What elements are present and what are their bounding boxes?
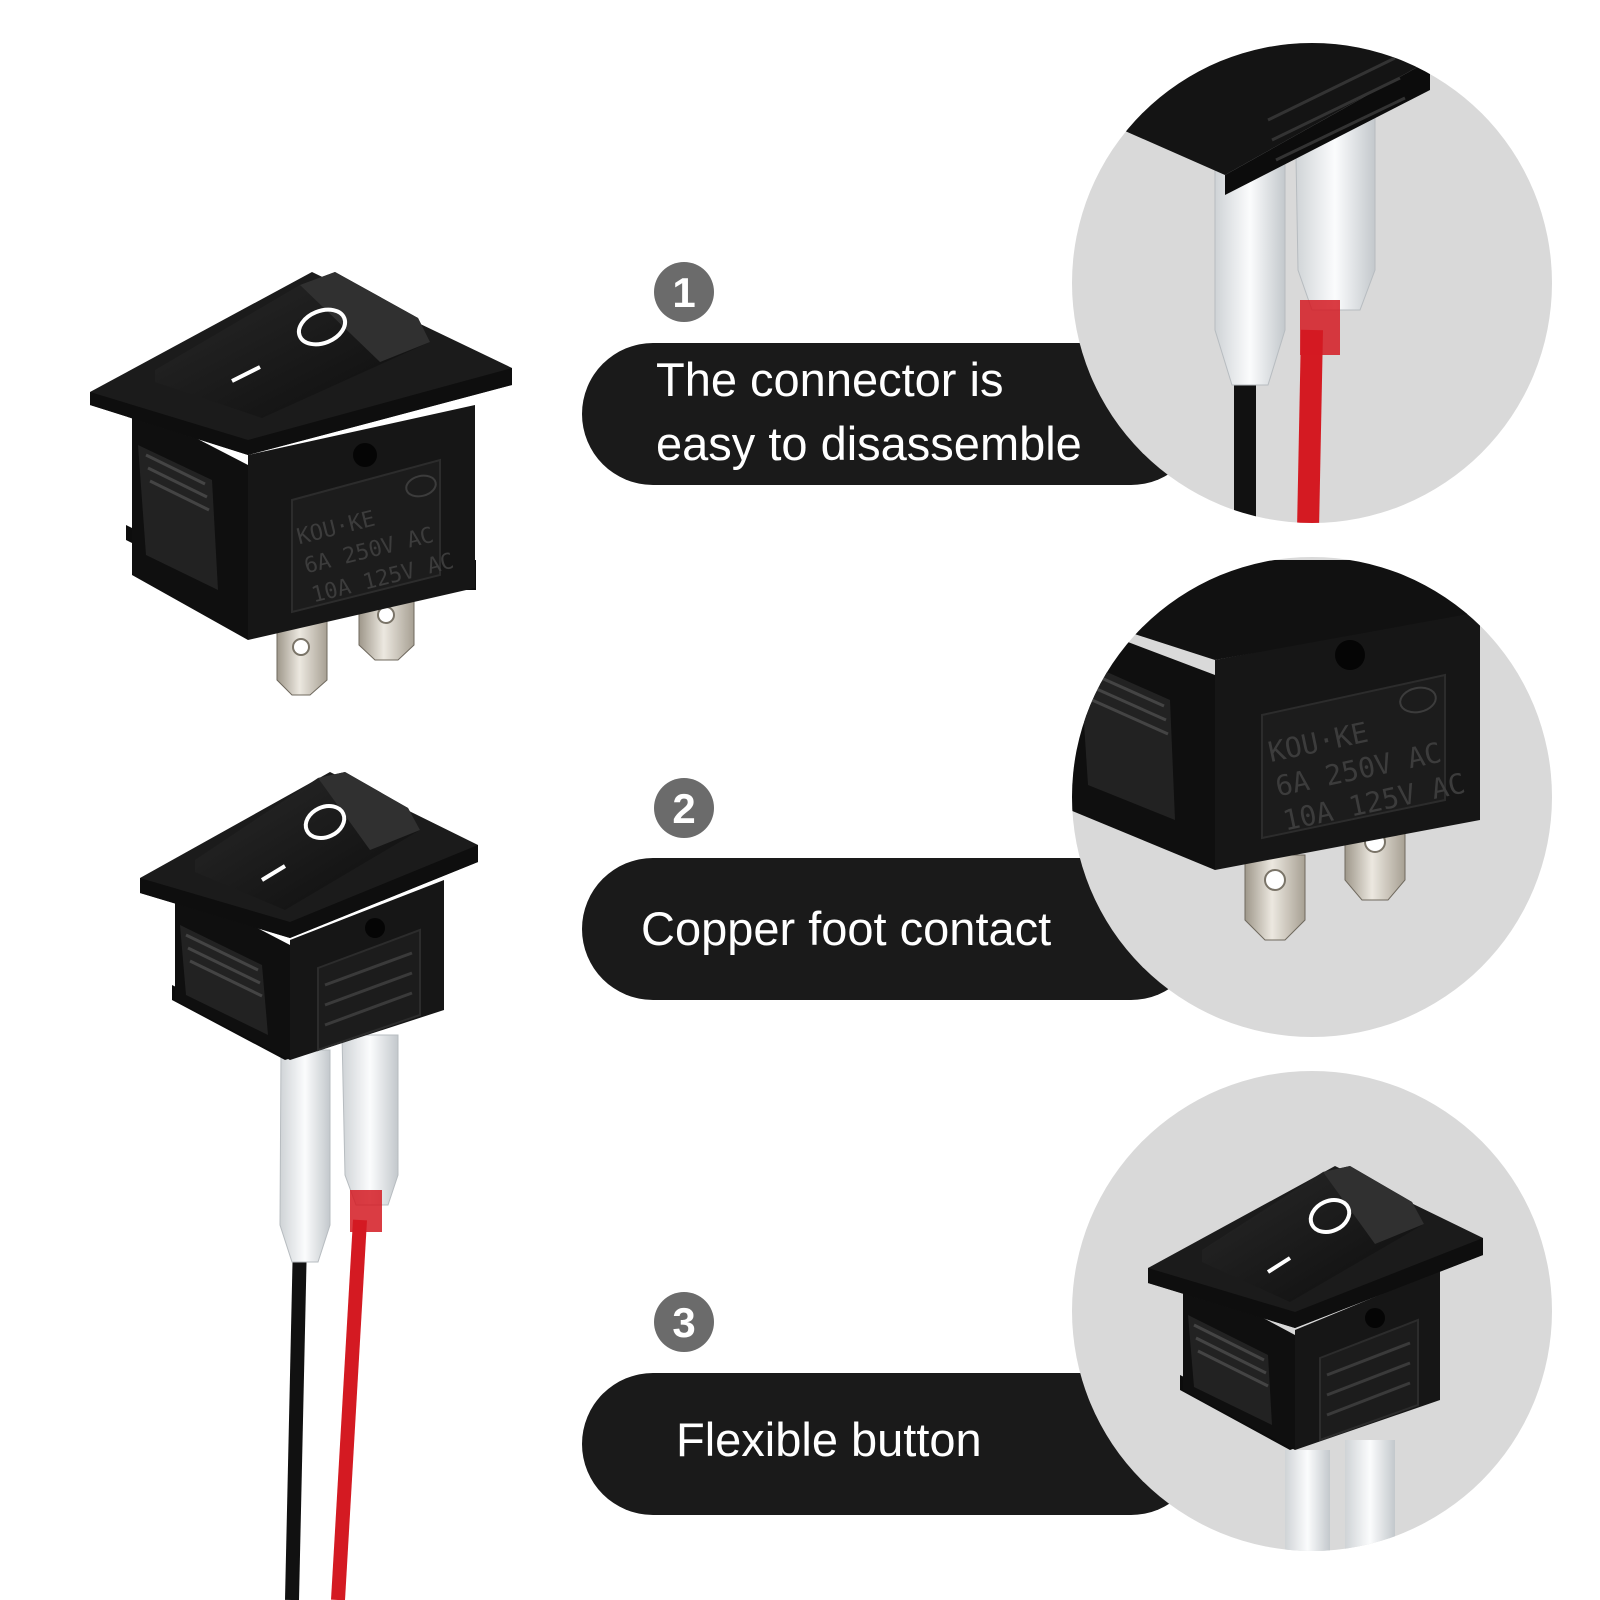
- rocker-switch-bare: KOU·KE 6A 250V AC 10A 125V AC: [90, 272, 512, 696]
- feature-text-1-line1: The connector is: [656, 353, 1004, 406]
- feature-number-2: 2: [672, 785, 695, 832]
- feature-badge-2: 2: [654, 778, 714, 838]
- rocker-switch-wired: [140, 772, 478, 1600]
- feature-pill-3: [582, 1373, 1202, 1515]
- feature-text-2: Copper foot contact: [641, 902, 1052, 955]
- detail-circle-terminals: KOU·KE 6A 250V AC 10A 125V AC: [1072, 557, 1552, 1037]
- feature-text-1-line2: easy to disassemble: [656, 417, 1082, 470]
- feature-badge-3: 3: [654, 1292, 714, 1352]
- detail-circle-connector: [1072, 43, 1552, 523]
- feature-badge-1: 1: [654, 262, 714, 322]
- detail-circle-button: [1072, 1071, 1552, 1551]
- feature-pill-2: [582, 858, 1202, 1000]
- feature-text-3: Flexible button: [676, 1413, 982, 1466]
- feature-pill-1: [582, 343, 1202, 485]
- feature-number-3: 3: [672, 1299, 695, 1346]
- feature-number-1: 1: [672, 269, 695, 316]
